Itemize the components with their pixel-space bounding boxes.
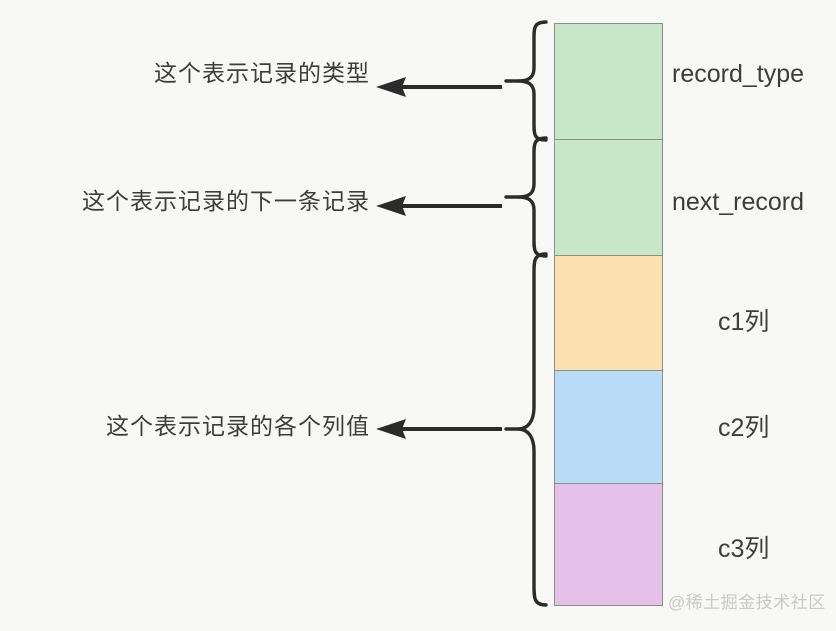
brace-record-type [504,20,548,142]
block-label-c3: c3列 [718,535,770,563]
left-arrow-icon-column-values [376,419,502,439]
annotation-column-values: 这个表示记录的各个列值 [0,415,370,439]
annotation-column-values-text: 这个表示记录的各个列值 [106,413,370,439]
annotation-record-type: 这个表示记录的类型 [0,62,370,86]
brace-next-record [504,136,548,258]
annotation-record-type-text: 这个表示记录的类型 [154,60,370,86]
block-record-type [555,24,662,140]
block-c1 [555,256,662,371]
left-arrow-icon-record-type [376,77,502,97]
left-arrow-icon-next-record [376,196,502,216]
block-label-c1: c1列 [718,308,770,336]
annotation-next-record-text: 这个表示记录的下一条记录 [82,188,370,214]
block-next-record [555,140,662,256]
block-c2 [555,371,662,484]
record-block-stack [554,23,663,606]
watermark: @稀土掘金技术社区 [668,593,826,612]
block-label-next-record: next_record [672,188,805,216]
annotation-next-record: 这个表示记录的下一条记录 [0,190,370,214]
block-label-c2: c2列 [718,414,770,442]
brace-column-values [504,252,548,607]
block-c3 [555,484,662,605]
block-label-record-type: record_type [672,60,805,88]
